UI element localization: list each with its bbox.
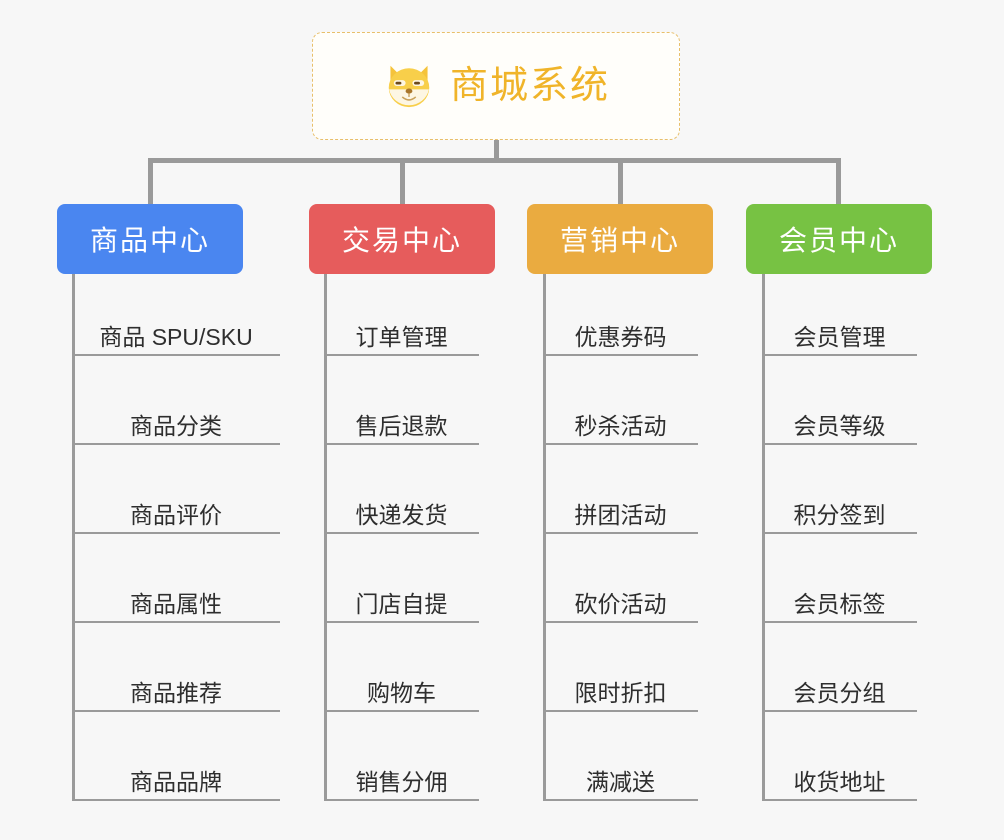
leaf-item-label: 满减送 bbox=[586, 768, 655, 795]
leaf-item[interactable]: 商品推荐 bbox=[72, 626, 280, 712]
connector-drop-member-center bbox=[836, 158, 841, 206]
category-box-trade-center[interactable]: 交易中心 bbox=[309, 204, 495, 274]
leaf-item-label: 订单管理 bbox=[355, 323, 448, 350]
leaf-item-label: 会员分组 bbox=[793, 679, 886, 706]
leaf-item-label: 商品推荐 bbox=[130, 679, 222, 706]
leaf-item-label: 收货地址 bbox=[793, 768, 886, 795]
leaf-item[interactable]: 商品品牌 bbox=[72, 715, 280, 801]
leaf-item-label: 优惠券码 bbox=[574, 323, 667, 350]
leaf-item[interactable]: 砍价活动 bbox=[543, 537, 698, 623]
leaf-item-label: 会员管理 bbox=[793, 323, 886, 350]
leaf-item[interactable]: 商品评价 bbox=[72, 448, 280, 534]
root-node-mall-system[interactable]: 商城系统 bbox=[312, 32, 680, 140]
connector-trunk-marketing-center bbox=[543, 274, 546, 801]
connector-root-stem bbox=[494, 140, 499, 162]
leaf-item-label: 商品属性 bbox=[130, 590, 222, 617]
leaf-item[interactable]: 会员管理 bbox=[762, 274, 917, 356]
leaf-item-label: 会员标签 bbox=[793, 590, 886, 617]
leaf-item[interactable]: 满减送 bbox=[543, 715, 698, 801]
leaf-item-label: 商品分类 bbox=[130, 412, 222, 439]
category-box-product-center[interactable]: 商品中心 bbox=[57, 204, 243, 274]
leaf-item[interactable]: 收货地址 bbox=[762, 715, 917, 801]
connector-trunk-member-center bbox=[762, 274, 765, 801]
leaf-item[interactable]: 会员标签 bbox=[762, 537, 917, 623]
connector-trunk-product-center bbox=[72, 274, 75, 801]
leaf-item-label: 会员等级 bbox=[793, 412, 886, 439]
leaf-item-label: 销售分佣 bbox=[355, 768, 448, 795]
leaf-item-label: 商品品牌 bbox=[130, 768, 222, 795]
leaf-item-label: 商品 SPU/SKU bbox=[99, 323, 253, 350]
category-title: 交易中心 bbox=[341, 225, 462, 256]
leaf-item[interactable]: 商品属性 bbox=[72, 537, 280, 623]
category-title: 商品中心 bbox=[89, 225, 210, 256]
connector-drop-marketing-center bbox=[618, 158, 623, 206]
category-title: 营销中心 bbox=[559, 225, 680, 256]
leaf-item[interactable]: 会员分组 bbox=[762, 626, 917, 712]
leaf-item[interactable]: 销售分佣 bbox=[324, 715, 479, 801]
leaf-item-label: 秒杀活动 bbox=[574, 412, 667, 439]
leaf-item-label: 购物车 bbox=[367, 679, 436, 706]
leaf-item-label: 砍价活动 bbox=[574, 590, 667, 617]
leaf-item[interactable]: 商品分类 bbox=[72, 359, 280, 445]
connector-drop-product-center bbox=[148, 158, 153, 206]
leaf-item-label: 积分签到 bbox=[793, 501, 886, 528]
category-box-marketing-center[interactable]: 营销中心 bbox=[527, 204, 713, 274]
category-box-member-center[interactable]: 会员中心 bbox=[746, 204, 932, 274]
connector-trunk-trade-center bbox=[324, 274, 327, 801]
leaf-item-label: 门店自提 bbox=[355, 590, 448, 617]
leaf-item[interactable]: 会员等级 bbox=[762, 359, 917, 445]
leaf-item[interactable]: 积分签到 bbox=[762, 448, 917, 534]
category-title: 会员中心 bbox=[778, 225, 899, 256]
leaf-item[interactable]: 购物车 bbox=[324, 626, 479, 712]
leaf-item-label: 售后退款 bbox=[355, 412, 448, 439]
root-title: 商城系统 bbox=[449, 65, 610, 107]
leaf-item[interactable]: 门店自提 bbox=[324, 537, 479, 623]
leaf-item[interactable]: 限时折扣 bbox=[543, 626, 698, 712]
leaf-item[interactable]: 快递发货 bbox=[324, 448, 479, 534]
leaf-item[interactable]: 秒杀活动 bbox=[543, 359, 698, 445]
connector-horizontal-bus bbox=[148, 158, 840, 163]
connector-drop-trade-center bbox=[400, 158, 405, 206]
leaf-item-label: 快递发货 bbox=[355, 501, 448, 528]
shiba-dog-face-icon bbox=[388, 65, 430, 108]
leaf-item[interactable]: 拼团活动 bbox=[543, 448, 698, 534]
leaf-item-label: 商品评价 bbox=[130, 501, 222, 528]
leaf-item-label: 拼团活动 bbox=[574, 501, 667, 528]
leaf-item-label: 限时折扣 bbox=[574, 679, 667, 706]
leaf-item[interactable]: 售后退款 bbox=[324, 359, 479, 445]
leaf-item[interactable]: 商品 SPU/SKU bbox=[72, 274, 280, 356]
leaf-item[interactable]: 优惠券码 bbox=[543, 274, 698, 356]
leaf-item[interactable]: 订单管理 bbox=[324, 274, 479, 356]
